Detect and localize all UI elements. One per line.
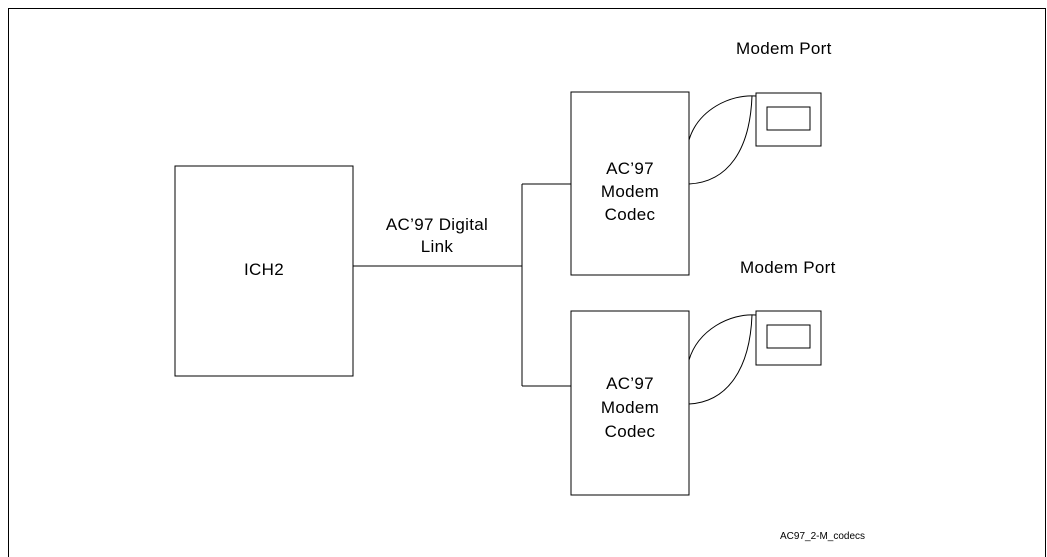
top-codec-line3: Codec	[605, 205, 656, 224]
bottom-port-cable-lower	[688, 314, 753, 405]
bottom-port-outer	[755, 310, 822, 366]
ich2-box	[174, 165, 354, 377]
bottom-port-cable-upper	[688, 314, 757, 361]
bottom-codec-line1: AC’97	[606, 374, 654, 393]
link-label-line1: AC’97 Digital	[386, 215, 488, 234]
bottom-port-inner	[766, 324, 811, 349]
top-port-outer	[755, 92, 822, 147]
top-codec-line1: AC’97	[606, 159, 654, 178]
diagram-frame	[8, 8, 1046, 557]
ich2-label: ICH2	[244, 260, 284, 279]
top-port-cable-upper	[688, 95, 757, 141]
top-port-cable-lower	[688, 95, 753, 185]
top-port-inner	[766, 106, 811, 131]
top-codec-line2: Modem	[601, 182, 659, 201]
bottom-codec-box	[570, 310, 690, 496]
top-port-label: Modem Port	[736, 39, 832, 58]
bottom-codec-line2: Modem	[601, 398, 659, 417]
bottom-port-label: Modem Port	[740, 258, 836, 277]
link-label-line2: Link	[421, 237, 454, 256]
bottom-codec-line3: Codec	[605, 422, 656, 441]
figure-id: AC97_2-M_codecs	[780, 531, 865, 542]
